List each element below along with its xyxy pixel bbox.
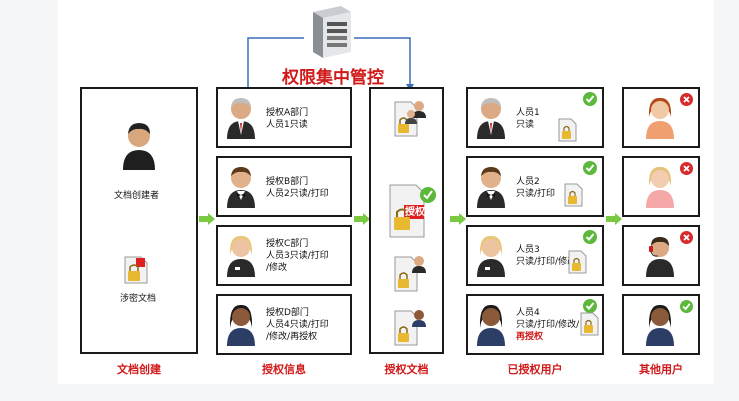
deny-icon <box>680 93 693 106</box>
auth-info-line2: 人员3只读/打印 <box>266 251 329 261</box>
person-male-suit-icon <box>476 95 506 139</box>
authorized-user-name: 人员3 <box>516 245 540 255</box>
authorized-user-name: 人员1 <box>516 108 540 118</box>
locked-doc-users-icon <box>393 253 427 293</box>
authorized-user-name: 人员2 <box>516 177 540 187</box>
authorized-user-perm: 只读 <box>516 120 535 130</box>
auth-info-line2: 人员4只读/打印 <box>266 320 329 330</box>
auth-info-line3: /修改/再授权 <box>266 332 318 342</box>
creator-label: 文档创建者 <box>114 191 160 201</box>
authorized-user-perm: 只读/打印/修改/ <box>516 320 580 330</box>
arrow-right-icon <box>450 213 466 225</box>
auth-info-line2: 人员1只读 <box>266 120 308 130</box>
column-label-doc-create: 文档创建 <box>117 363 161 376</box>
auth-doc-badge: 授权 <box>405 207 425 218</box>
arrow-right-icon <box>606 213 622 225</box>
person-female-dark-icon <box>645 302 675 346</box>
column-label-auth-info: 授权信息 <box>262 363 306 376</box>
auth-info-line1: 授权B部门 <box>266 177 309 187</box>
person-male-suit-icon <box>226 95 256 139</box>
locked-doc-icon <box>580 312 600 336</box>
locked-doc-users-icon <box>393 98 427 138</box>
person-female-red-icon <box>645 95 675 139</box>
locked-doc-icon <box>568 250 588 274</box>
secret-doc-icon <box>123 255 149 285</box>
authorized-user-perm-extra: 再授权 <box>516 332 544 342</box>
person-female-blonde-icon <box>476 233 506 277</box>
authorized-user-perm: 只读/打印 <box>516 189 556 199</box>
check-icon <box>680 300 693 313</box>
person-female-blonde-icon <box>226 233 256 277</box>
person-female-dark-icon <box>476 302 506 346</box>
person-male-bowtie-icon <box>226 164 256 208</box>
diagram-title: 权限集中管控 <box>282 68 384 88</box>
person-headset-icon <box>645 233 675 277</box>
auth-info-line1: 授权C部门 <box>266 239 309 249</box>
auth-info-card <box>216 156 352 217</box>
person-female-dark-icon <box>226 302 256 346</box>
auth-info-line2: 人员2只读/打印 <box>266 189 329 199</box>
arrow-right-icon <box>199 213 215 225</box>
deny-icon <box>680 162 693 175</box>
central-auth-doc-icon <box>388 183 438 239</box>
column-label-other-users: 其他用户 <box>639 363 683 376</box>
check-icon <box>583 230 597 244</box>
column-label-auth-doc: 授权文档 <box>384 363 429 376</box>
check-icon <box>583 161 597 175</box>
auth-info-line1: 授权D部门 <box>266 308 309 318</box>
locked-doc-users-icon <box>393 307 427 347</box>
person-female-pink-icon <box>645 164 675 208</box>
column-label-authorized-users: 已授权用户 <box>507 363 563 376</box>
check-icon <box>583 92 597 106</box>
authorized-user-perm: 只读/打印/修改 <box>516 257 577 267</box>
server-icon <box>305 2 355 60</box>
secret-doc-label: 涉密文档 <box>120 294 157 304</box>
creator-avatar-icon <box>121 120 157 170</box>
auth-info-line1: 授权A部门 <box>266 108 309 118</box>
arrow-right-icon <box>354 213 370 225</box>
deny-icon <box>680 231 693 244</box>
locked-doc-icon <box>558 118 578 142</box>
locked-doc-icon <box>564 183 584 207</box>
authorized-user-name: 人员4 <box>516 308 540 318</box>
check-icon <box>583 299 597 313</box>
person-male-bowtie-icon <box>476 164 506 208</box>
auth-info-line3: /修改 <box>266 263 288 273</box>
